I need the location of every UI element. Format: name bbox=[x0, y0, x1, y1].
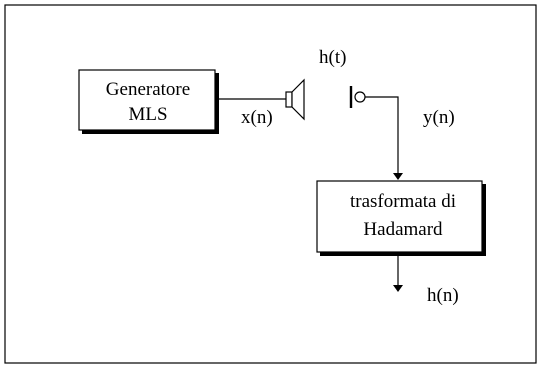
microphone-capsule bbox=[354, 91, 366, 103]
diagram-frame bbox=[4, 4, 537, 364]
impulse-response-label: h(t) bbox=[319, 47, 346, 68]
transform-block: trasformata di Hadamard bbox=[316, 180, 486, 256]
input-signal-label: x(n) bbox=[241, 107, 273, 128]
generator-box bbox=[78, 69, 216, 131]
signal-line-microphone-to-transform bbox=[365, 96, 399, 173]
recorded-signal-label: y(n) bbox=[423, 107, 455, 128]
output-signal-label: h(n) bbox=[427, 285, 459, 306]
loudspeaker-icon bbox=[285, 78, 305, 121]
transform-label-line1: trasformata di bbox=[350, 191, 456, 212]
generator-block: Generatore MLS bbox=[78, 69, 219, 134]
arrowhead-output bbox=[393, 285, 403, 292]
transform-label-line2: Hadamard bbox=[363, 219, 443, 240]
transform-box bbox=[316, 180, 483, 253]
generator-label-line1: Generatore bbox=[106, 79, 190, 100]
speaker-cone bbox=[291, 78, 305, 121]
microphone-icon bbox=[349, 86, 366, 108]
arrowhead-into-transform bbox=[393, 173, 403, 180]
generator-label-line2: MLS bbox=[128, 104, 167, 125]
speaker-magnet bbox=[285, 91, 293, 108]
